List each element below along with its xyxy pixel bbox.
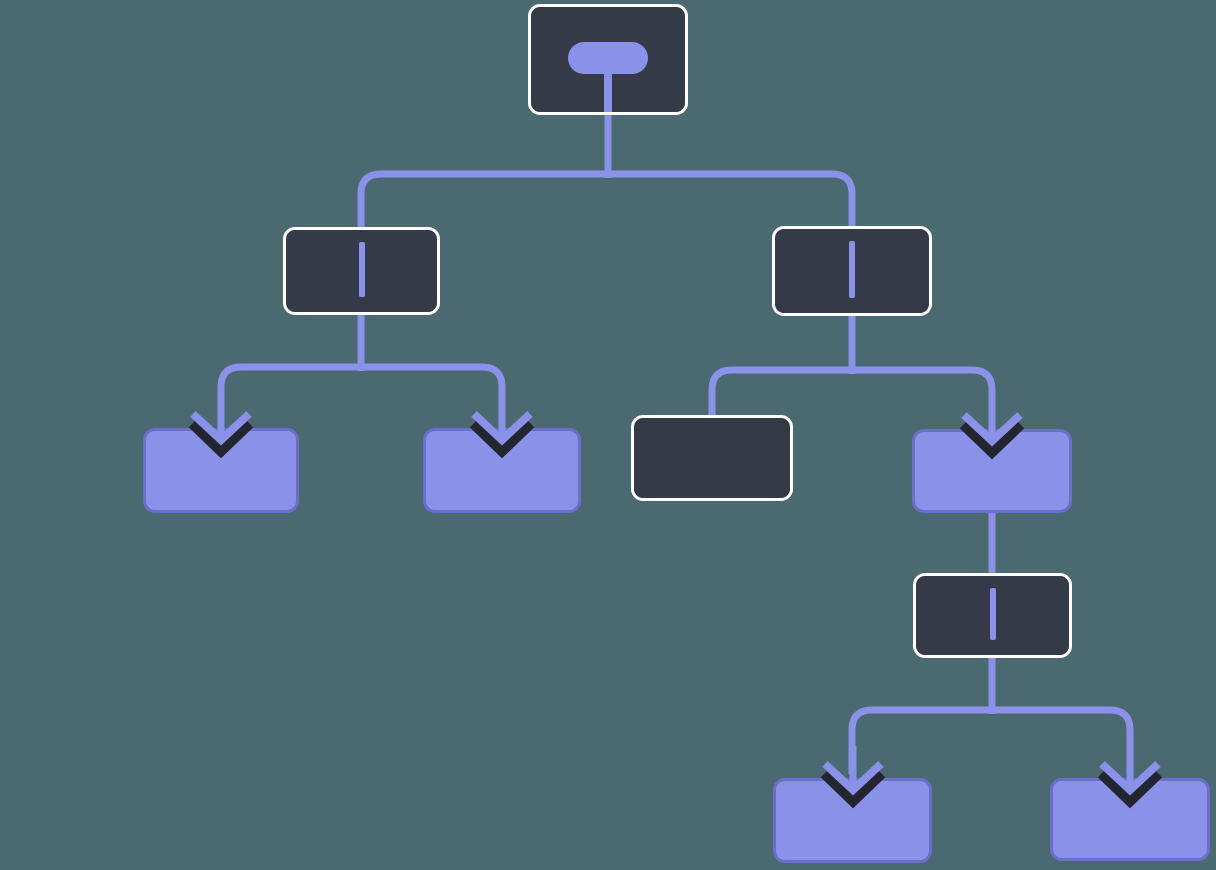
double-chevron-down-icon xyxy=(820,746,885,809)
chevron-outline-black xyxy=(820,766,885,809)
chevron-purple xyxy=(961,412,1023,447)
node-divider-line xyxy=(358,242,365,297)
chevron-outline-black xyxy=(188,416,254,459)
node-divider-line xyxy=(849,241,855,298)
double-chevron-down-icon xyxy=(1097,746,1163,809)
chevron-outline-black xyxy=(959,417,1025,460)
double-chevron-down-icon xyxy=(469,396,535,459)
chevron-purple xyxy=(471,411,533,446)
connector-rail-bottom xyxy=(848,706,1134,774)
node-divider-line xyxy=(989,588,996,640)
connector-rail-left xyxy=(217,363,506,424)
tree-node-node-right-dark xyxy=(631,415,793,501)
tree-node-branch-bottom xyxy=(913,573,1072,658)
double-chevron-down-icon xyxy=(188,396,254,459)
chevron-outline-black xyxy=(1097,766,1163,809)
connector-rail-right xyxy=(708,366,996,425)
chevron-purple xyxy=(190,411,252,446)
node-pill-placeholder xyxy=(568,42,648,74)
connector-rail-level-1 xyxy=(357,170,856,229)
chevron-outline-black xyxy=(469,416,535,459)
tree-node-branch-right xyxy=(772,226,932,316)
chevron-purple xyxy=(1099,761,1161,796)
tree-node-root xyxy=(528,4,688,115)
chevron-purple xyxy=(821,761,884,796)
pill-stem xyxy=(604,69,612,112)
tree-node-branch-left xyxy=(283,227,440,315)
double-chevron-down-icon xyxy=(959,397,1025,460)
